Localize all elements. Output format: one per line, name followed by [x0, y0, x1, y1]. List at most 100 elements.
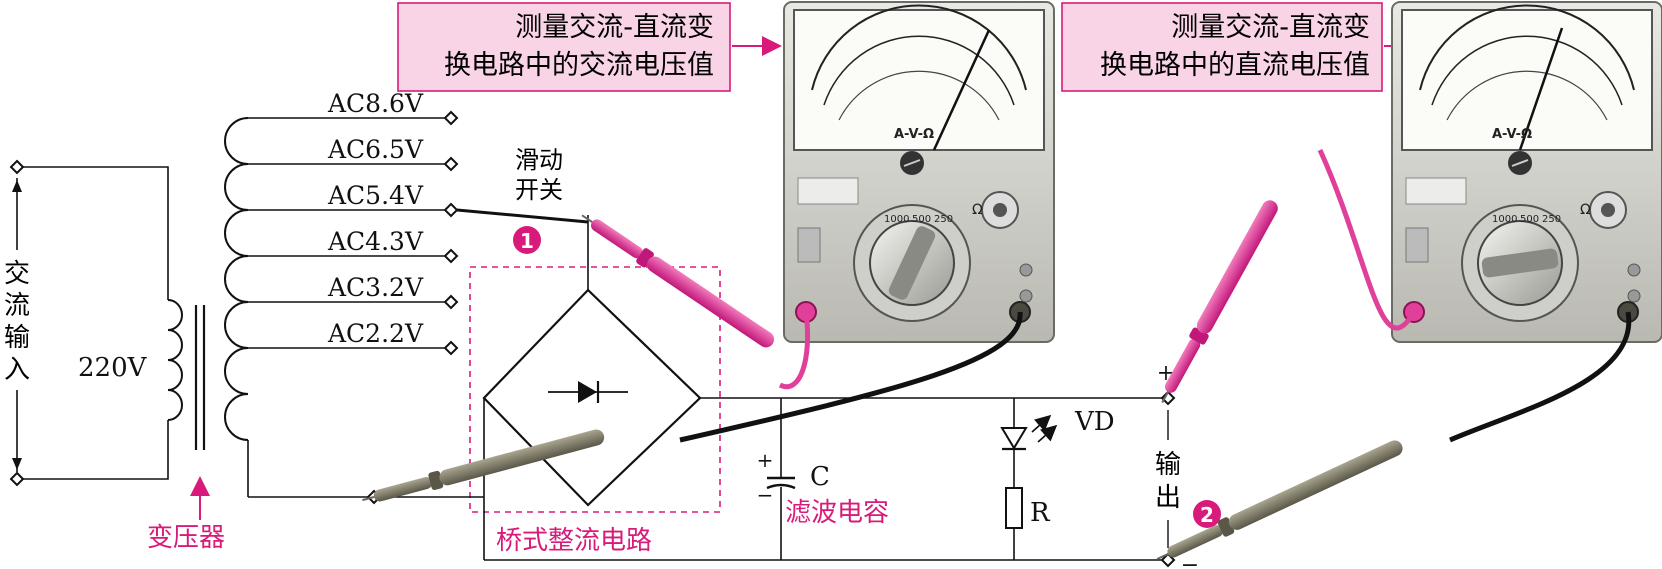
probe-pink-dc[interactable] [1154, 197, 1281, 407]
input-arrow-down [12, 458, 22, 470]
meter-scale-mark: A-V-Ω [1492, 127, 1532, 142]
capacitor-plate [766, 483, 796, 490]
input-label-char: 输 [4, 323, 30, 353]
led-light-arrow [1037, 424, 1058, 443]
meter-range-value: 1000 [884, 214, 909, 225]
capacitor-plus: + [757, 448, 774, 472]
output-minus: − [1181, 553, 1199, 569]
meter-needle [1518, 27, 1564, 151]
switch-label: 滑动 [515, 146, 563, 174]
ac-input: 交 流 输 入 [3, 159, 169, 487]
callout-text: 测量交流-直流变 [1171, 12, 1370, 43]
input-terminal-bottom [9, 471, 25, 487]
resistor-name: R [1030, 498, 1051, 528]
meter-jack[interactable] [1627, 289, 1641, 303]
meter-range-value: 250 [1542, 214, 1561, 225]
led-icon [1000, 427, 1028, 450]
marker-2 [1193, 500, 1221, 528]
meter-scale-arc [1431, 35, 1623, 106]
dc-bus [484, 397, 1168, 561]
led-name: VD [1074, 407, 1115, 437]
resistor-icon [1005, 487, 1023, 529]
meter-scale-arc [1419, 4, 1635, 91]
meter-jack[interactable] [1019, 263, 1033, 277]
input-label-char: 流 [4, 291, 30, 321]
tap-label: AC5.4V [327, 181, 424, 210]
led-branch: VD R [1000, 398, 1115, 560]
callout-box [397, 2, 731, 92]
transformer-taps: AC8.6V AC6.5V AC5.4V AC4.3V AC3.2V AC2.2… [248, 89, 459, 356]
sliding-switch: 滑动 开关 1 [456, 146, 589, 290]
tap-terminal [443, 248, 459, 264]
wire [23, 420, 169, 480]
primary-coil [167, 299, 183, 421]
tap-label: AC3.2V [327, 273, 424, 302]
wire [23, 166, 169, 300]
bridge-rectifier: 桥式整流电路 [366, 266, 721, 560]
marker-1-text: 1 [520, 229, 534, 253]
output-terminal-negative [1160, 552, 1176, 568]
marker-2-text: 2 [1200, 503, 1214, 527]
output-label: 出 [1155, 483, 1181, 513]
tap-label: AC4.3V [327, 227, 424, 256]
bridge-diamond [482, 288, 702, 507]
meter-needle [932, 29, 991, 151]
tap-terminal [443, 340, 459, 356]
probe-cable-pink [778, 311, 811, 390]
callout-text: 换电路中的直流电压值 [1100, 50, 1370, 81]
led-light-arrow [1031, 414, 1052, 433]
probe-gray-dc[interactable] [1153, 437, 1405, 567]
tap-terminal [443, 110, 459, 126]
rectifier-label: 桥式整流电路 [496, 526, 652, 556]
meter-socket-panel [797, 227, 821, 263]
tap-label: AC6.5V [327, 135, 424, 164]
transformer: 220V 变压器 [78, 117, 368, 553]
output-label: 输 [1155, 450, 1181, 480]
meter-window [797, 177, 859, 205]
meter-selector-knob[interactable] [1481, 248, 1559, 278]
meter-ohm-label: Ω [1580, 202, 1591, 218]
meter-adjust-knob-center [1601, 203, 1615, 217]
switch-label: 开关 [515, 176, 563, 204]
primary-voltage: 220V [78, 353, 148, 383]
tap-terminal [443, 294, 459, 310]
secondary-coil [224, 117, 249, 441]
capacitor-label: 滤波电容 [785, 498, 889, 528]
meter-scale-arc [838, 70, 1000, 121]
input-label-char: 交 [4, 259, 30, 289]
tap-terminal [443, 156, 459, 172]
diode-icon [578, 381, 597, 403]
probe-leads [360, 148, 1632, 567]
callout-text: 换电路中的交流电压值 [444, 50, 714, 81]
probe-cable-black [1449, 311, 1632, 443]
probe-cable-black [679, 311, 1023, 443]
meter-range-value: 500 [912, 214, 931, 225]
input-arrow-up [12, 180, 22, 192]
meter-ohm-label: Ω [972, 202, 983, 218]
probe-pink-ac[interactable] [577, 208, 778, 352]
meter-zero-screw-slot [903, 159, 921, 167]
capacitor-name: C [810, 462, 830, 492]
tap-terminal [443, 202, 459, 218]
probe-gray-ac[interactable] [360, 427, 606, 509]
meter-range-value: 1000 [1492, 214, 1517, 225]
filter-capacitor: + − C 滤波电容 [757, 398, 889, 560]
meter-scale-arc [1446, 70, 1608, 121]
callout-dc: 测量交流-直流变 换电路中的直流电压值 [1061, 2, 1420, 92]
input-terminal-top [9, 159, 25, 175]
meter-jack[interactable] [1019, 289, 1033, 303]
meter-scale-mark: A-V-Ω [894, 127, 934, 142]
tap-label: AC8.6V [327, 89, 424, 118]
meter-selector-knob[interactable] [887, 224, 937, 301]
meter-socket-panel [1405, 227, 1429, 263]
tap-label: AC2.2V [327, 319, 424, 348]
probe-cable-pink [1317, 148, 1417, 331]
meter-zero-screw-slot [1511, 159, 1529, 167]
meter-window [1405, 177, 1467, 205]
meter-jack[interactable] [1627, 263, 1641, 277]
transformer-label: 变压器 [147, 523, 225, 553]
marker-1 [513, 226, 541, 254]
multimeter-ac: A-V-Ω Ω 1000 500 250 [783, 1, 1055, 343]
callout-ac: 测量交流-直流变 换电路中的交流电压值 [397, 2, 782, 92]
